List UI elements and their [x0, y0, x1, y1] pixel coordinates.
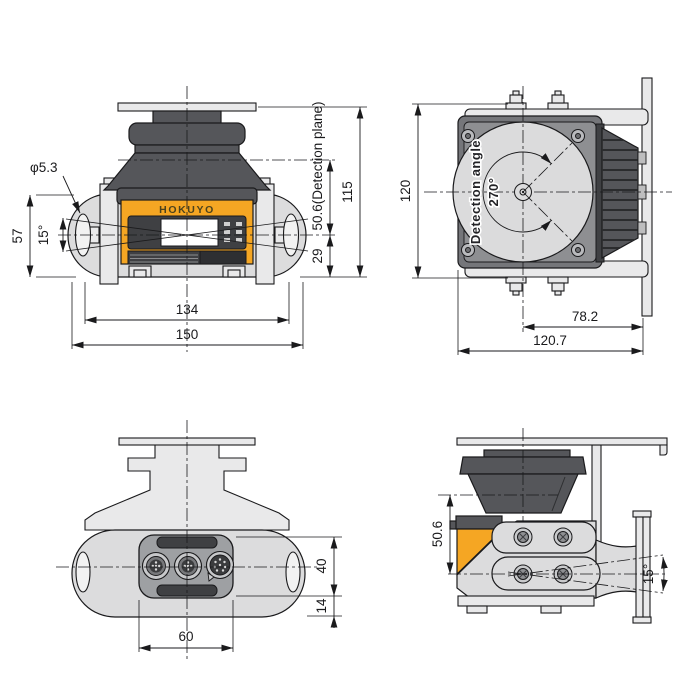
- connector-2: [173, 551, 203, 581]
- front-dimensions: 57 15° φ5.3 134 150 50.6(Detection plane…: [10, 101, 367, 349]
- top-view: Detection angle 270° 120 78.2 120.7: [398, 77, 672, 355]
- top-dimensions: 120 78.2 120.7: [398, 103, 644, 355]
- dim-detection-plane-height-side: 50.6: [430, 521, 445, 547]
- detection-angle-arc: [482, 151, 552, 233]
- side-dimensions: 50.6 15°: [430, 495, 668, 592]
- front-view: HOKUYO: [10, 86, 367, 352]
- brand-logo: HOKUYO: [159, 204, 215, 216]
- dim-overall-depth: 120.7: [533, 333, 567, 348]
- mount-slot-right-bottom: [285, 551, 301, 593]
- dim-body-depth: 120: [398, 180, 413, 203]
- connector-3: [205, 550, 235, 582]
- rear-ribbed-section: [595, 123, 647, 263]
- connector-block: [138, 534, 235, 599]
- dim-slot-span: 134: [176, 302, 199, 317]
- mount-slot-left-bottom: [75, 551, 91, 593]
- front-scanner-body: HOKUYO: [116, 187, 258, 278]
- dim-overall-height: 115: [340, 181, 355, 203]
- dim-bracket-height: 57: [10, 228, 25, 243]
- side-view: 50.6 15°: [430, 428, 668, 624]
- dim-tilt-range-front: 15°: [36, 225, 51, 245]
- bracket-bolts: [505, 90, 569, 296]
- connector-1: [141, 551, 171, 581]
- detection-angle-label: Detection angle: [468, 140, 483, 244]
- dim-below-center: 29: [310, 248, 325, 263]
- dim-detection-plane-height: 50.6(Detection plane): [310, 101, 325, 230]
- dim-connector-area-width: 40: [314, 558, 329, 573]
- bottom-dimensions: 40 14 60: [138, 536, 342, 652]
- corner-screws: [461, 129, 585, 257]
- l-bracket-top-plate: [456, 437, 668, 446]
- bottom-view: 40 14 60: [56, 420, 342, 662]
- detection-angle-value: 270°: [486, 178, 501, 207]
- dim-center-to-wall: 78.2: [572, 309, 598, 324]
- side-scan-head: [459, 449, 587, 514]
- dim-bracket-width: 150: [176, 327, 199, 342]
- dim-base-offset: 14: [314, 598, 329, 614]
- dim-connector-span: 60: [178, 629, 193, 644]
- dim-tilt-range-side: 15°: [641, 564, 656, 584]
- dim-hole-dia: φ5.3: [30, 160, 58, 175]
